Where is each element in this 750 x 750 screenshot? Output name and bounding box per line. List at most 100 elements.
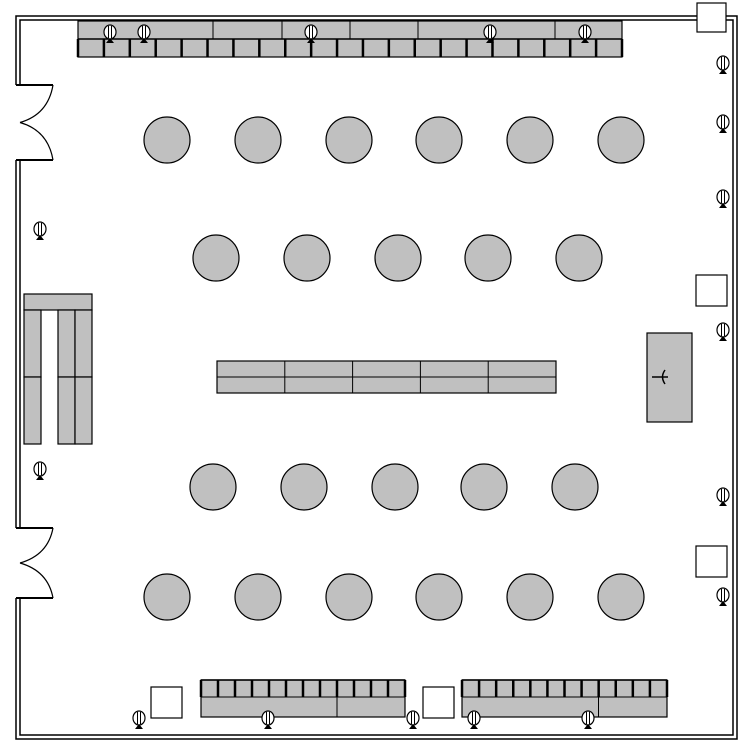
door-2 xyxy=(16,527,54,599)
light-fixture-icon xyxy=(261,710,275,729)
lamp-base xyxy=(409,724,417,729)
lamp-globe xyxy=(261,710,275,726)
square-column xyxy=(150,686,183,719)
bottom-buffet-2 xyxy=(460,679,669,718)
round-table-row-4 xyxy=(143,573,645,621)
lamp-base xyxy=(36,475,44,480)
round-table xyxy=(506,116,554,164)
door-1 xyxy=(16,84,54,161)
round-table xyxy=(283,234,331,282)
bottom-buffet-1 xyxy=(199,679,407,718)
round-table xyxy=(234,116,282,164)
round-table xyxy=(325,573,373,621)
square-column xyxy=(422,686,455,719)
lamp-base xyxy=(470,724,478,729)
station-table xyxy=(57,376,76,445)
lamp-base xyxy=(719,203,727,208)
lamp-globe xyxy=(716,587,730,603)
round-table xyxy=(189,463,237,511)
lamp-globe xyxy=(137,24,151,40)
light-fixture-icon xyxy=(716,114,730,133)
round-table xyxy=(143,116,191,164)
light-fixture-icon xyxy=(467,710,481,729)
light-fixture-icon xyxy=(716,487,730,506)
center-table xyxy=(216,360,557,394)
lamp-base xyxy=(584,724,592,729)
light-fixture-icon xyxy=(716,587,730,606)
round-table xyxy=(371,463,419,511)
light-fixture-icon xyxy=(716,189,730,208)
lamp-base xyxy=(719,128,727,133)
lamp-base xyxy=(719,501,727,506)
lamp-globe xyxy=(578,24,592,40)
left-station xyxy=(23,293,93,445)
lamp-base xyxy=(106,38,114,43)
light-fixture-icon xyxy=(137,24,151,43)
microphone-icon xyxy=(652,369,668,385)
outer-wall xyxy=(15,15,738,740)
lamp-globe xyxy=(103,24,117,40)
round-table xyxy=(597,116,645,164)
podium xyxy=(646,332,693,423)
lamp-globe xyxy=(716,322,730,338)
lamp-globe xyxy=(132,710,146,726)
lamp-globe xyxy=(581,710,595,726)
light-fixture-icon xyxy=(33,221,47,240)
station-top-bar xyxy=(23,293,93,311)
round-table xyxy=(415,116,463,164)
light-fixture-icon xyxy=(132,710,146,729)
round-table xyxy=(506,573,554,621)
corner-column xyxy=(696,2,727,33)
square-column xyxy=(695,274,728,307)
inner-wall xyxy=(19,19,734,736)
top-buffet xyxy=(76,20,624,58)
lamp-base xyxy=(307,38,315,43)
round-table xyxy=(325,116,373,164)
light-fixture-icon xyxy=(483,24,497,43)
station-table xyxy=(23,309,42,378)
door-swing-arc xyxy=(19,527,54,564)
round-table xyxy=(143,573,191,621)
round-table xyxy=(234,573,282,621)
round-table xyxy=(460,463,508,511)
lamp-base xyxy=(140,38,148,43)
light-fixture-icon xyxy=(33,461,47,480)
square-column xyxy=(695,545,728,578)
light-fixture-icon xyxy=(103,24,117,43)
lamp-globe xyxy=(716,189,730,205)
lamp-globe xyxy=(716,55,730,71)
station-table xyxy=(23,376,42,445)
lamp-base xyxy=(486,38,494,43)
lamp-globe xyxy=(716,487,730,503)
light-fixture-icon xyxy=(581,710,595,729)
round-table xyxy=(280,463,328,511)
station-table xyxy=(57,309,76,378)
lamp-base xyxy=(581,38,589,43)
door-swing-arc xyxy=(19,562,54,599)
lamp-globe xyxy=(33,221,47,237)
lamp-globe xyxy=(304,24,318,40)
lamp-base xyxy=(264,724,272,729)
light-fixture-icon xyxy=(716,55,730,74)
lamp-globe xyxy=(406,710,420,726)
round-table xyxy=(374,234,422,282)
round-table xyxy=(464,234,512,282)
lamp-base xyxy=(719,69,727,74)
round-table xyxy=(555,234,603,282)
station-table xyxy=(74,309,93,378)
round-table xyxy=(597,573,645,621)
lamp-base xyxy=(135,724,143,729)
light-fixture-icon xyxy=(406,710,420,729)
round-table-row-2 xyxy=(192,234,603,282)
light-fixture-icon xyxy=(304,24,318,43)
round-table xyxy=(415,573,463,621)
lamp-base xyxy=(719,336,727,341)
round-table-row-1 xyxy=(143,116,645,164)
lamp-base xyxy=(36,235,44,240)
light-fixture-icon xyxy=(578,24,592,43)
round-table xyxy=(192,234,240,282)
lamp-globe xyxy=(467,710,481,726)
lamp-globe xyxy=(483,24,497,40)
station-table xyxy=(74,376,93,445)
